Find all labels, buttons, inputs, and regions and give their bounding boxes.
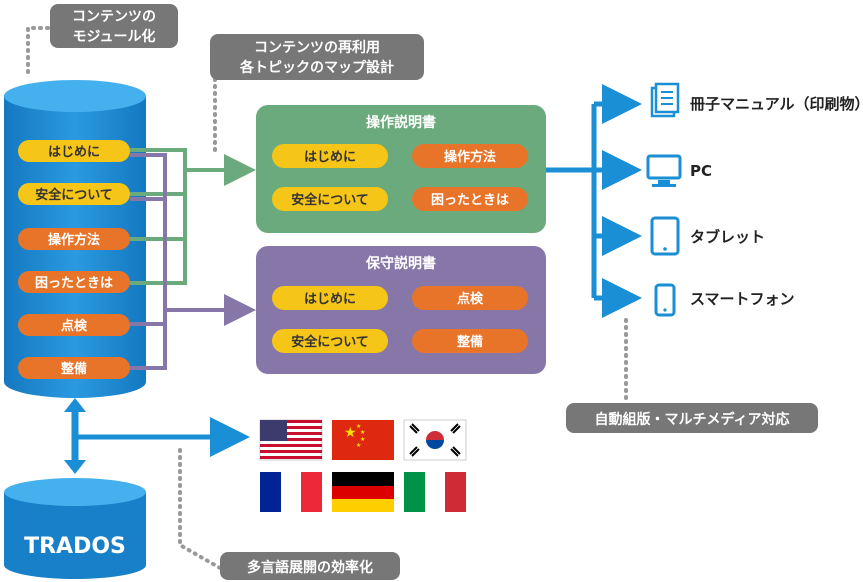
callout-module: コンテンツの モジュール化	[50, 4, 178, 48]
svg-text:コンテンツの: コンテンツの	[72, 9, 156, 25]
france-flag	[260, 472, 322, 512]
svg-text:多言語展開の効率化: 多言語展開の効率化	[247, 559, 373, 576]
svg-text:はじめに: はじめに	[48, 145, 100, 160]
callout-leaders	[26, 26, 628, 570]
callout-multilingual: 多言語展開の効率化	[220, 552, 400, 580]
usa-flag	[259, 419, 323, 461]
svg-text:操作方法: 操作方法	[444, 149, 496, 165]
output-label-booklet: 冊子マニュアル（印刷物）	[690, 95, 863, 113]
svg-text:はじめに: はじめに	[304, 150, 356, 165]
svg-text:★: ★	[356, 442, 361, 449]
italy-flag	[404, 472, 466, 512]
db-trados-link	[64, 398, 250, 474]
svg-text:安全について: 安全について	[291, 334, 369, 350]
svg-text:点検: 点検	[61, 318, 88, 334]
booklet-icon	[650, 82, 680, 118]
svg-text:困ったときは: 困ったときは	[431, 193, 509, 208]
tablet-icon	[650, 216, 680, 256]
svg-text:★: ★	[360, 436, 365, 443]
trados-database: TRADOS	[4, 478, 146, 579]
output-label-pc: PC	[690, 162, 712, 180]
svg-text:★: ★	[344, 425, 357, 441]
callout-multimedia: 自動組版・マルチメディア対応	[566, 403, 818, 433]
svg-text:困ったときは: 困ったときは	[35, 276, 113, 291]
db-module-pills: はじめに 安全について 操作方法 困ったときは 点検 整備	[18, 140, 130, 379]
china-flag: ★ ★ ★ ★ ★	[332, 420, 394, 460]
output-label-tablet: タブレット	[690, 228, 765, 246]
callout-reuse: コンテンツの再利用 各トピックのマップ設計	[210, 34, 424, 80]
svg-text:安全について: 安全について	[291, 192, 369, 208]
svg-text:モジュール化: モジュール化	[72, 28, 155, 45]
svg-text:各トピックのマップ設計: 各トピックのマップ設計	[239, 59, 394, 76]
svg-text:コンテンツの再利用: コンテンツの再利用	[254, 39, 380, 56]
trados-label: TRADOS	[24, 534, 126, 559]
svg-text:★: ★	[360, 429, 365, 436]
smartphone-icon	[654, 283, 676, 317]
germany-flag	[332, 472, 394, 512]
output-arrows	[546, 84, 642, 318]
svg-text:★: ★	[356, 423, 361, 430]
svg-text:操作方法: 操作方法	[48, 232, 100, 248]
manual-maintenance: 保守説明書 はじめに 点検 安全について 整備	[256, 246, 546, 374]
svg-text:保守説明書: 保守説明書	[365, 255, 436, 272]
monitor-icon	[646, 154, 682, 187]
output-label-smartphone: スマートフォン	[690, 290, 795, 308]
manual-operation: 操作説明書 はじめに 操作方法 安全について 困ったときは	[256, 105, 546, 233]
svg-text:はじめに: はじめに	[304, 292, 356, 307]
svg-text:点検: 点検	[457, 291, 484, 307]
svg-text:安全について: 安全について	[35, 187, 113, 203]
svg-text:自動組版・マルチメディア対応: 自動組版・マルチメディア対応	[594, 411, 789, 428]
svg-text:整備: 整備	[60, 361, 87, 377]
svg-text:操作説明書: 操作説明書	[366, 114, 436, 131]
svg-text:整備: 整備	[456, 334, 483, 350]
korea-flag	[403, 419, 467, 461]
